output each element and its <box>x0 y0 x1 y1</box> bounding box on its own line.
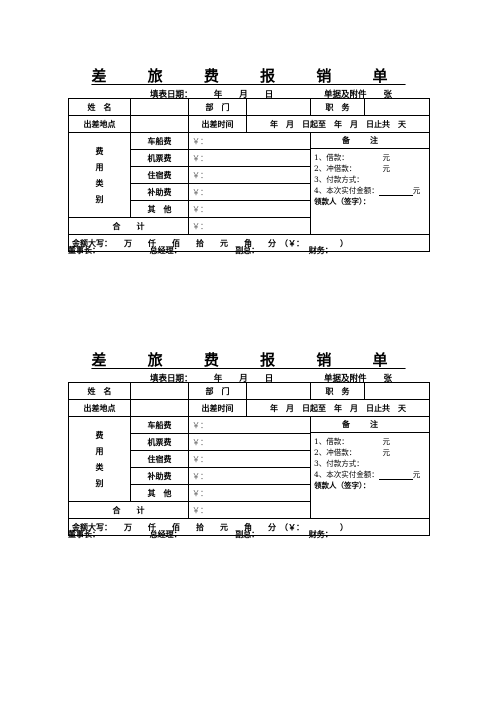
gm-label: 总经理： <box>149 245 182 255</box>
notes-header: 备注 <box>311 134 429 149</box>
category-char: 费 <box>95 146 104 156</box>
expense-item-label: 补助费 <box>130 183 189 201</box>
notes-line: 1、借款： 元 <box>314 437 391 446</box>
signature-row: 董事长： 总经理： 副总： 财务： <box>68 245 333 256</box>
category-char: 用 <box>95 162 104 172</box>
notes-line: 3、付款方式： <box>314 175 364 184</box>
gm-label: 总经理： <box>149 529 182 539</box>
expense-item-label: 住宿费 <box>130 450 189 468</box>
attachments-count: 单据及附件 张 <box>324 90 393 100</box>
notes-line: 领款人（签字）： <box>314 197 371 206</box>
expense-item-amount[interactable]: ￥： <box>188 200 311 218</box>
expense-item-amount[interactable]: ￥： <box>188 416 311 434</box>
form-title: 差 旅 费 报 销 单 <box>91 351 406 369</box>
location-label: 出差地点 <box>68 115 131 133</box>
total-amount[interactable]: ￥： <box>188 217 311 235</box>
expense-item-amount[interactable]: ￥： <box>188 149 311 167</box>
notes-line: 4、本次实付金额：元 <box>314 470 421 480</box>
chairman-label: 董事长： <box>68 245 100 255</box>
position-field[interactable] <box>364 98 430 116</box>
expense-item-amount[interactable]: ￥： <box>188 433 311 451</box>
expense-item-label: 车船费 <box>130 132 189 150</box>
category-label: 费用类别 <box>68 132 131 218</box>
notes-section[interactable]: 备注 1、借款： 元 2、冲借款： 元 3、付款方式： 4、本次实付金额：元领款人（签… <box>310 132 430 235</box>
category-char: 别 <box>95 478 104 488</box>
name-field[interactable] <box>130 382 189 400</box>
notes-line: 1、借款： 元 <box>314 153 391 162</box>
total-amount[interactable]: ￥： <box>188 501 311 519</box>
expense-item-label: 补助费 <box>130 467 189 485</box>
fill-date: 填表日期： 年 月 日 <box>150 374 274 384</box>
category-char: 类 <box>95 462 104 472</box>
department-label: 部 门 <box>188 382 247 400</box>
fill-date: 填表日期： 年 月 日 <box>150 90 274 100</box>
attachments-count: 单据及附件 张 <box>324 374 393 384</box>
uppercase-amount[interactable]: 金额大写： 万 仟 佰 拾 元 角 分 （￥： ） <box>68 518 430 536</box>
amount-blank[interactable] <box>378 187 413 196</box>
expense-table: 姓 名 部 门 职 务 出差地点 出差时间 年 月 日起至 年 月 日止共 天 … <box>68 98 430 252</box>
location-field[interactable] <box>130 399 189 417</box>
department-field[interactable] <box>246 98 311 116</box>
expense-table: 姓 名 部 门 职 务 出差地点 出差时间 年 月 日起至 年 月 日止共 天 … <box>68 382 430 536</box>
department-field[interactable] <box>246 382 311 400</box>
expense-item-label: 其 他 <box>130 484 189 502</box>
notes-section[interactable]: 备注 1、借款： 元 2、冲借款： 元 3、付款方式： 4、本次实付金额：元领款人（签… <box>310 416 430 519</box>
expense-item-label: 车船费 <box>130 416 189 434</box>
expense-item-amount[interactable]: ￥： <box>188 183 311 201</box>
deputy-label: 副总： <box>235 529 260 539</box>
category-char: 类 <box>95 178 104 188</box>
notes-line: 2、冲借款： 元 <box>314 448 391 457</box>
category-char: 费 <box>95 430 104 440</box>
notes-line: 3、付款方式： <box>314 459 364 468</box>
name-label: 姓 名 <box>68 382 131 400</box>
notes-header: 备注 <box>311 418 429 433</box>
expense-item-amount[interactable]: ￥： <box>188 450 311 468</box>
notes-line: 领款人（签字）： <box>314 481 371 490</box>
amount-blank[interactable] <box>378 471 413 480</box>
expense-item-label: 机票费 <box>130 149 189 167</box>
deputy-label: 副总： <box>235 245 260 255</box>
total-label: 合 计 <box>68 501 189 519</box>
signature-row: 董事长： 总经理： 副总： 财务： <box>68 529 333 540</box>
notes-line: 4、本次实付金额：元 <box>314 186 421 196</box>
finance-label: 财务： <box>308 529 333 539</box>
expense-item-label: 住宿费 <box>130 166 189 184</box>
name-label: 姓 名 <box>68 98 131 116</box>
notes-line: 2、冲借款： 元 <box>314 164 391 173</box>
time-field[interactable]: 年 月 日起至 年 月 日止共 天 <box>246 399 430 417</box>
category-char: 用 <box>95 446 104 456</box>
category-label: 费用类别 <box>68 416 131 502</box>
time-label: 出差时间 <box>188 115 247 133</box>
location-field[interactable] <box>130 115 189 133</box>
department-label: 部 门 <box>188 98 247 116</box>
chairman-label: 董事长： <box>68 529 100 539</box>
finance-label: 财务： <box>308 245 333 255</box>
expense-item-label: 机票费 <box>130 433 189 451</box>
total-label: 合 计 <box>68 217 189 235</box>
time-label: 出差时间 <box>188 399 247 417</box>
time-field[interactable]: 年 月 日起至 年 月 日止共 天 <box>246 115 430 133</box>
location-label: 出差地点 <box>68 399 131 417</box>
expense-item-amount[interactable]: ￥： <box>188 166 311 184</box>
expense-item-amount[interactable]: ￥： <box>188 132 311 150</box>
expense-item-amount[interactable]: ￥： <box>188 484 311 502</box>
position-field[interactable] <box>364 382 430 400</box>
name-field[interactable] <box>130 98 189 116</box>
form-title: 差 旅 费 报 销 单 <box>91 67 406 85</box>
position-label: 职 务 <box>310 98 365 116</box>
uppercase-amount[interactable]: 金额大写： 万 仟 佰 拾 元 角 分 （￥： ） <box>68 234 430 252</box>
expense-item-amount[interactable]: ￥： <box>188 467 311 485</box>
expense-item-label: 其 他 <box>130 200 189 218</box>
category-char: 别 <box>95 194 104 204</box>
position-label: 职 务 <box>310 382 365 400</box>
